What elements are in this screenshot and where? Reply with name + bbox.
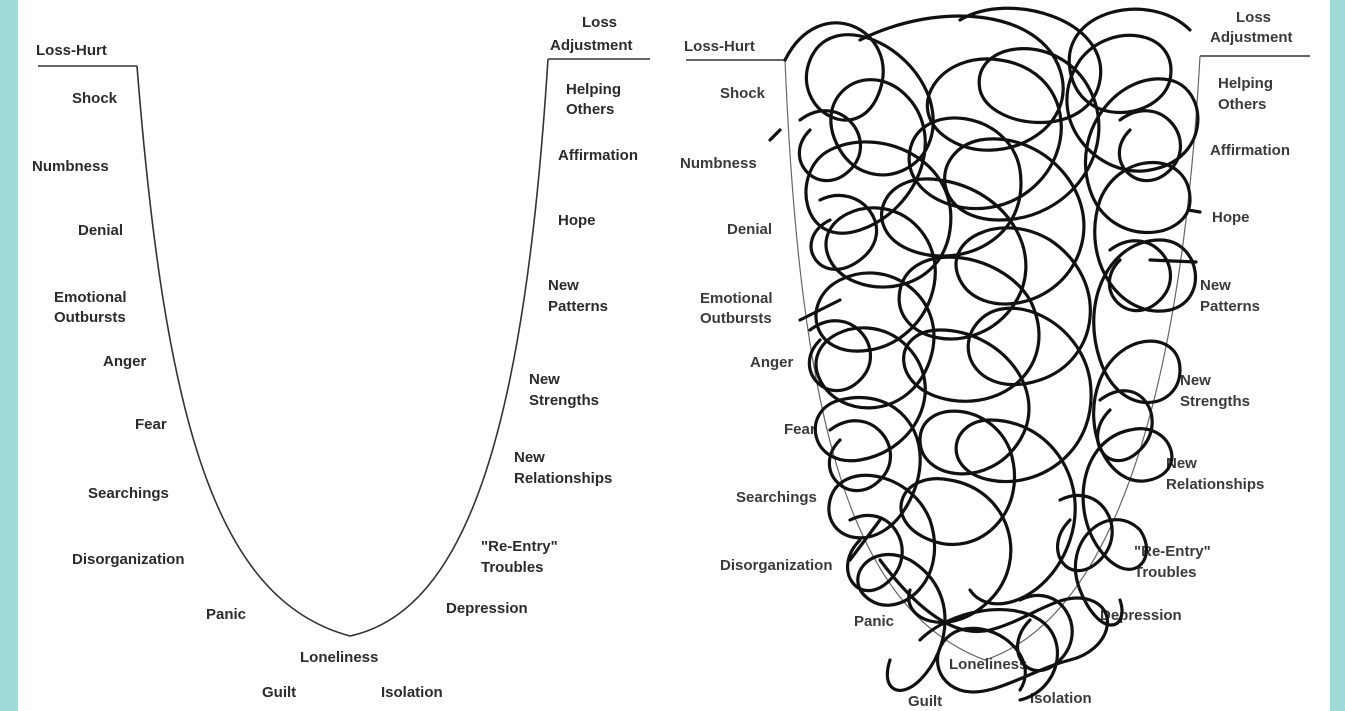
left-new-relationships-label-1: New	[514, 449, 545, 466]
left-reentry-label-1: "Re-Entry"	[481, 538, 558, 555]
grief-diagrams-svg: Loss-Hurt Loss Adjustment Shock Numbness…	[32, 6, 1310, 710]
right-new-patterns-label-1: New	[1200, 277, 1231, 294]
right-hope-label: Hope	[1212, 209, 1250, 226]
left-grief-diagram: Loss-Hurt Loss Adjustment Shock Numbness…	[32, 14, 650, 701]
right-disorganization-label: Disorganization	[720, 557, 833, 574]
right-numbness-label: Numbness	[680, 155, 757, 172]
right-loneliness-label: Loneliness	[949, 656, 1027, 673]
right-loss-hurt-label: Loss-Hurt	[684, 38, 755, 55]
left-depression-label: Depression	[446, 600, 528, 617]
left-outbursts-label: Outbursts	[54, 309, 126, 326]
right-panic-label: Panic	[854, 613, 894, 630]
right-new-relationships-label-1: New	[1166, 455, 1197, 472]
left-searchings-label: Searchings	[88, 485, 169, 502]
right-new-relationships-label-2: Relationships	[1166, 476, 1264, 493]
right-shock-label: Shock	[720, 85, 766, 102]
left-new-strengths-label-1: New	[529, 371, 560, 388]
right-new-strengths-label-1: New	[1180, 372, 1211, 389]
right-others-label: Others	[1218, 96, 1266, 113]
right-anger-label: Anger	[750, 354, 794, 371]
left-reentry-label-2: Troubles	[481, 559, 544, 576]
right-adjustment-label: Adjustment	[1210, 29, 1293, 46]
diagram-canvas: Loss-Hurt Loss Adjustment Shock Numbness…	[18, 0, 1330, 711]
left-disorganization-label: Disorganization	[72, 551, 185, 568]
left-guilt-label: Guilt	[262, 684, 296, 701]
right-grief-diagram: Loss-Hurt Loss Adjustment Shock Numbness…	[680, 6, 1310, 710]
right-fear-label: Fear	[784, 421, 816, 438]
right-guilt-label: Guilt	[908, 693, 942, 710]
left-new-patterns-label-1: New	[548, 277, 579, 294]
left-new-patterns-label-2: Patterns	[548, 298, 608, 315]
right-reentry-label-2: Troubles	[1134, 564, 1197, 581]
left-others-label: Others	[566, 101, 614, 118]
right-searchings-label: Searchings	[736, 489, 817, 506]
right-new-strengths-label-2: Strengths	[1180, 393, 1250, 410]
tangled-scribble	[768, 6, 1202, 702]
right-affirmation-label: Affirmation	[1210, 142, 1290, 159]
right-reentry-label-1: "Re-Entry"	[1134, 543, 1211, 560]
left-fear-label: Fear	[135, 416, 167, 433]
left-grief-curve	[136, 58, 549, 637]
left-numbness-label: Numbness	[32, 158, 109, 175]
left-isolation-label: Isolation	[381, 684, 443, 701]
right-outbursts-label: Outbursts	[700, 310, 772, 327]
right-helping-label: Helping	[1218, 75, 1273, 92]
right-emotional-label: Emotional	[700, 290, 773, 307]
left-loneliness-label: Loneliness	[300, 649, 378, 666]
left-helping-label: Helping	[566, 81, 621, 98]
right-isolation-label: Isolation	[1030, 690, 1092, 707]
left-loss-hurt-label: Loss-Hurt	[36, 42, 107, 59]
left-new-strengths-label-2: Strengths	[529, 392, 599, 409]
left-emotional-label: Emotional	[54, 289, 127, 306]
left-anger-label: Anger	[103, 353, 147, 370]
left-shock-label: Shock	[72, 90, 118, 107]
left-loss-label: Loss	[582, 14, 617, 31]
left-new-relationships-label-2: Relationships	[514, 470, 612, 487]
left-hope-label: Hope	[558, 212, 596, 229]
right-depression-label: Depression	[1100, 607, 1182, 624]
left-denial-label: Denial	[78, 222, 123, 239]
left-adjustment-label: Adjustment	[550, 37, 633, 54]
left-affirmation-label: Affirmation	[558, 147, 638, 164]
right-loss-label: Loss	[1236, 9, 1271, 26]
left-panic-label: Panic	[206, 606, 246, 623]
right-new-patterns-label-2: Patterns	[1200, 298, 1260, 315]
right-denial-label: Denial	[727, 221, 772, 238]
